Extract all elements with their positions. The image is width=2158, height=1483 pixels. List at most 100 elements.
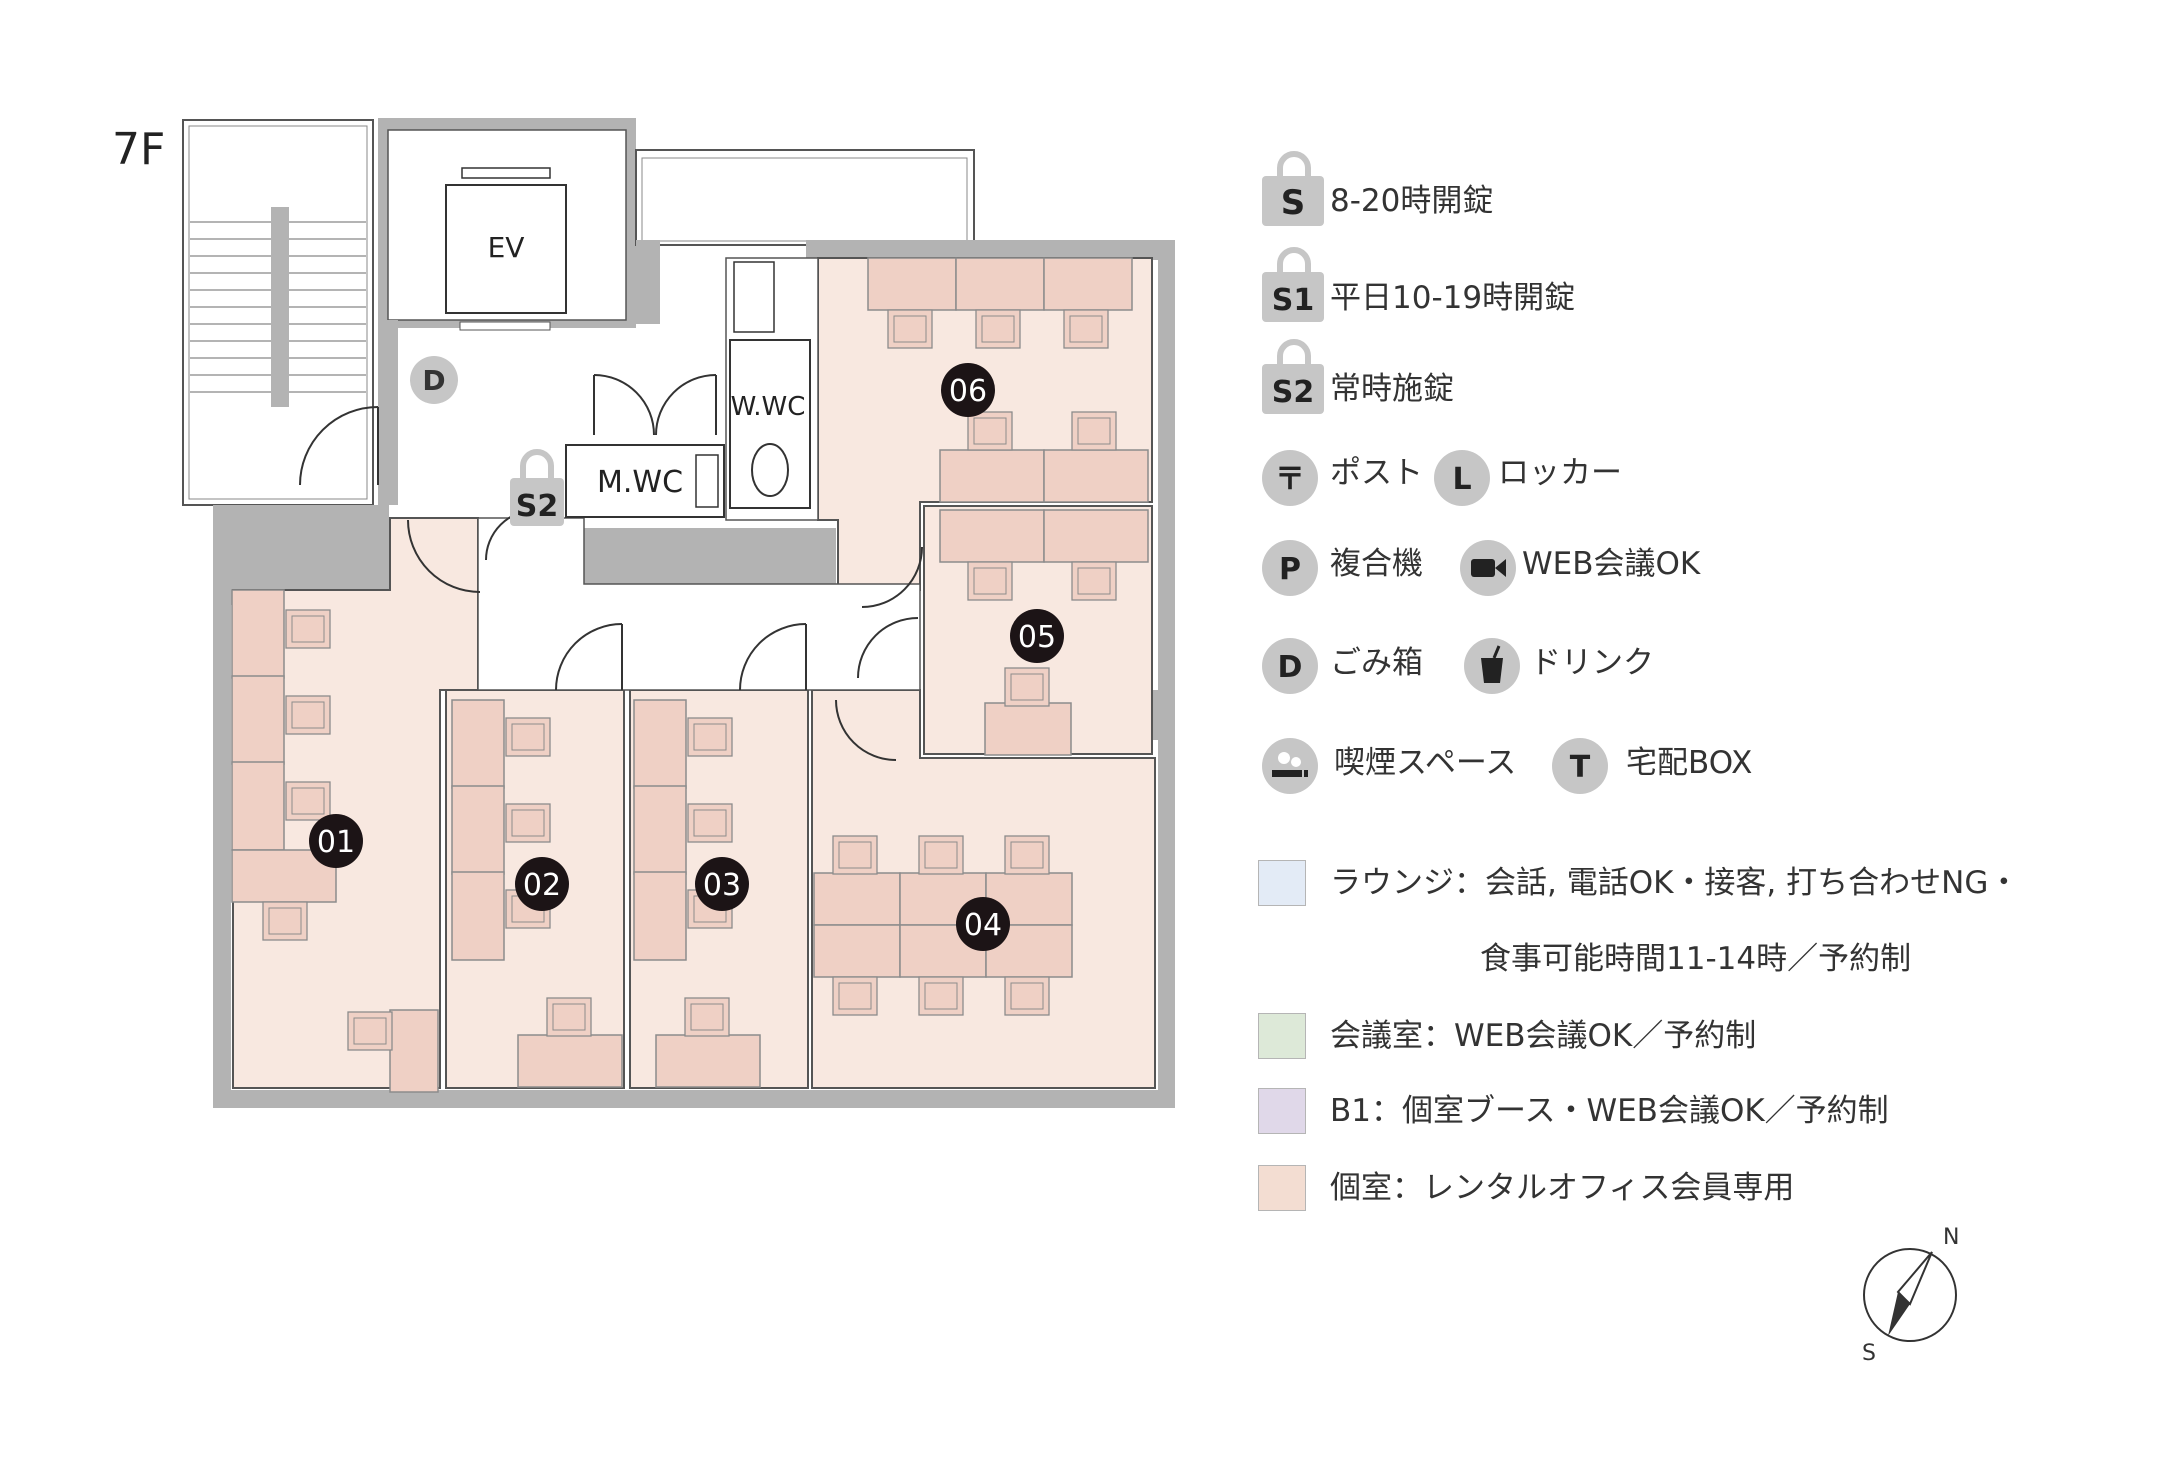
compass-south: S [1862, 1341, 1876, 1366]
color-swatch [1258, 1165, 1306, 1211]
svg-text:03: 03 [703, 868, 741, 903]
legend-label: ごみ箱 [1330, 645, 1423, 681]
chair [887, 309, 933, 349]
desk [451, 699, 505, 789]
chair [285, 781, 331, 821]
desk [451, 871, 505, 961]
video-camera-icon [1460, 540, 1516, 596]
desk [984, 702, 1072, 756]
svg-text:L: L [1452, 462, 1471, 497]
delivery-box-icon: T [1552, 738, 1608, 794]
office-number-03: 03 [695, 857, 749, 911]
office-number-01: 01 [309, 814, 363, 868]
legend-label: ドリンク [1530, 645, 1654, 681]
legend-label: ポスト [1330, 455, 1423, 491]
desk [389, 1009, 439, 1093]
locker-icon: L [1434, 450, 1490, 506]
chair [1063, 309, 1109, 349]
desk [813, 872, 901, 926]
compass: N S [1862, 1225, 1959, 1366]
chair [967, 411, 1013, 451]
svg-text:S1: S1 [1272, 283, 1314, 318]
chair [347, 1011, 393, 1051]
svg-text:01: 01 [317, 825, 355, 860]
color-swatch [1258, 1088, 1306, 1134]
legend-label: 8-20時開錠 [1330, 183, 1494, 219]
chair [684, 997, 730, 1037]
stairs [182, 119, 374, 506]
smoking-icon [1262, 738, 1318, 794]
legend-label: 宅配BOX [1626, 745, 1753, 781]
desk [955, 257, 1045, 311]
ev-label: EV [488, 231, 525, 264]
color-swatch [1258, 860, 1306, 906]
floor-label: 7F [112, 124, 166, 175]
desk [231, 675, 285, 765]
office-number-05: 05 [1010, 609, 1064, 663]
svg-text:02: 02 [523, 868, 561, 903]
drink-icon [1464, 638, 1520, 694]
chair [687, 803, 733, 843]
chair [262, 901, 308, 941]
svg-text:S2: S2 [516, 489, 558, 524]
svg-text:06: 06 [949, 374, 987, 409]
desk [231, 761, 285, 851]
chair [1004, 976, 1050, 1016]
legend-label: 喫煙スペース [1334, 745, 1517, 781]
chair [1071, 411, 1117, 451]
legend-area-label-line2: 食事可能時間11-14時／予約制 [1480, 941, 1912, 977]
men-wc-label: M.WC [597, 465, 683, 500]
padlock-s2-icon: S2 [510, 449, 564, 526]
padlock-s1-icon: S1 [1262, 247, 1324, 322]
women-wc-label: W.WC [731, 392, 806, 422]
padlock-s-icon: S [1262, 151, 1324, 226]
desk [633, 785, 687, 875]
color-swatch [1258, 1013, 1306, 1059]
desk [231, 849, 337, 903]
doors [299, 374, 923, 761]
office-number-06: 06 [941, 363, 995, 417]
office-number-04: 04 [956, 897, 1010, 951]
chair [967, 561, 1013, 601]
svg-text:D: D [1278, 650, 1303, 685]
svg-text:05: 05 [1018, 620, 1056, 655]
legend-label: WEB会議OK [1522, 546, 1701, 582]
elevator: EV [378, 118, 636, 331]
desk [517, 1034, 623, 1088]
desk [1043, 257, 1133, 311]
desk [633, 871, 687, 961]
legend-label: 常時施錠 [1330, 371, 1454, 407]
trash-icon: D [410, 356, 458, 404]
chair [285, 609, 331, 649]
svg-text:S2: S2 [1272, 375, 1314, 410]
chair [975, 309, 1021, 349]
desk [813, 924, 901, 978]
desk [231, 589, 285, 679]
desk [939, 449, 1045, 503]
printer-icon: P [1262, 540, 1318, 596]
office-number-02: 02 [515, 857, 569, 911]
desk [451, 785, 505, 875]
wc-area: W.WC M.WC [565, 257, 819, 521]
legend-area-label: 会議室：WEB会議OK／予約制 [1330, 1018, 1757, 1054]
chair [285, 695, 331, 735]
svg-text:S: S [1281, 183, 1306, 223]
chair [546, 997, 592, 1037]
post-icon: 〒 [1262, 450, 1318, 506]
compass-north: N [1943, 1225, 1959, 1250]
desk [1043, 449, 1149, 503]
chair [505, 717, 551, 757]
chair [1004, 667, 1050, 707]
svg-text:D: D [422, 364, 445, 397]
chair [1071, 561, 1117, 601]
svg-text:04: 04 [964, 908, 1002, 943]
padlock-s2-icon: S2 [1262, 339, 1324, 414]
legend-label: 平日10-19時開錠 [1330, 280, 1576, 316]
chair [832, 976, 878, 1016]
chair [918, 835, 964, 875]
desk [633, 699, 687, 789]
desk [1043, 509, 1149, 563]
trash-icon: D [1262, 638, 1318, 694]
desk [655, 1034, 761, 1088]
outer-walls [213, 240, 1175, 1108]
